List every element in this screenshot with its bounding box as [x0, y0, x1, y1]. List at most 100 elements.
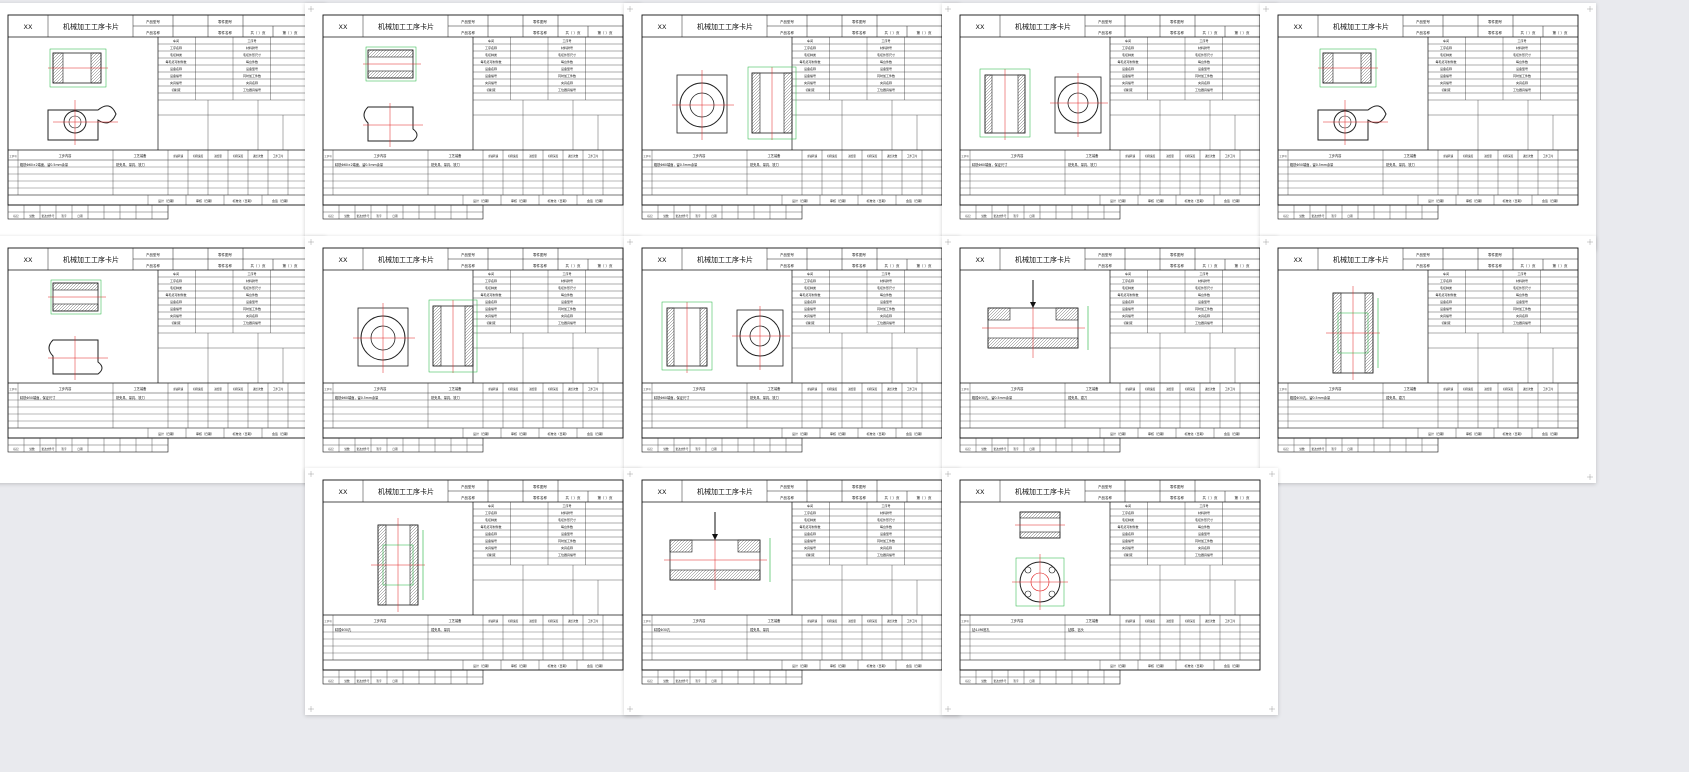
- info-label: 夹具名称: [880, 313, 892, 318]
- footer-label: 标记: [965, 214, 971, 218]
- info-label: 材料牌号: [1198, 510, 1210, 515]
- info-label: 每毛坯可制件数: [480, 59, 501, 64]
- table-header: 切削速度: [193, 387, 204, 391]
- header-label: 零件名称: [852, 30, 866, 35]
- info-label: 每毛坯可制件数: [165, 292, 186, 297]
- process-fixture: 铣夹具、量具、铣刀: [1386, 162, 1415, 167]
- info-label: 夹具编号: [1122, 313, 1134, 318]
- info-label: 毛坯种类: [1440, 285, 1452, 290]
- company-name: XX: [658, 488, 667, 496]
- company-name: XX: [1294, 256, 1303, 264]
- info-label: 设备名称: [804, 66, 816, 71]
- footer-label: 审核（日期）: [511, 663, 529, 668]
- info-label: 同时加工件数: [877, 306, 895, 311]
- footer-label: 标准化（日期）: [232, 431, 253, 436]
- header-label: 产品型号: [1098, 252, 1113, 257]
- info-label: 毛坯外形尺寸: [243, 285, 261, 290]
- info-label: 毛坯种类: [170, 52, 182, 57]
- table-header: 切削深度: [548, 619, 559, 623]
- header-label: 共（ ）页: [1202, 495, 1218, 500]
- table-header: 工艺装备: [449, 386, 463, 391]
- info-label: 设备型号: [1198, 299, 1210, 304]
- table-header: 工步号: [1279, 387, 1287, 391]
- process-fixture: 铣夹具、量具、铣刀: [750, 162, 779, 167]
- process-step: 精铣Φ60端面，保证尺寸: [972, 162, 1008, 167]
- info-label: 工序名称: [1122, 45, 1134, 50]
- header-label: 共（ ）页: [884, 30, 900, 35]
- header-label: 产品型号: [780, 19, 794, 24]
- table-header: 工步内容: [693, 153, 707, 158]
- info-label: 毛坯外形尺寸: [877, 52, 895, 57]
- info-label: 同时加工件数: [1195, 73, 1213, 78]
- info-label: 夹具编号: [170, 80, 182, 85]
- info-label: 设备型号: [561, 299, 573, 304]
- table-header: 工艺装备: [134, 386, 148, 391]
- table-header: 进给次数: [887, 387, 898, 391]
- info-label: 同时加工件数: [558, 306, 576, 311]
- footer-label: 标准化（日期）: [1184, 431, 1205, 436]
- info-label: 毛坯外形尺寸: [877, 517, 895, 522]
- company-name: XX: [24, 23, 33, 31]
- header-label: 零件名称: [218, 30, 232, 35]
- table-header: 切削深度: [548, 154, 559, 158]
- info-label: 每毛坯可制件数: [1117, 59, 1138, 64]
- table-header: 工艺装备: [768, 153, 782, 158]
- part-drawing: [371, 518, 425, 612]
- info-label: 工序名称: [485, 45, 497, 50]
- footer-label: 审核（日期）: [196, 431, 214, 436]
- footer-label: 审核（日期）: [1466, 431, 1484, 436]
- info-label: 每台件数: [246, 292, 258, 297]
- table-header: 工步工时: [1543, 387, 1554, 391]
- header-label: 产品型号: [146, 19, 160, 24]
- info-label: 每台件数: [1198, 59, 1210, 64]
- info-label: 材料牌号: [561, 45, 573, 50]
- header-label: 产品名称: [780, 495, 794, 500]
- footer-label: 会签（日期）: [587, 431, 605, 436]
- footer-label: 审核（日期）: [1466, 198, 1484, 203]
- info-label: 同时加工件数: [243, 306, 261, 311]
- table-header: 进给次数: [253, 154, 264, 158]
- info-label: 工序号: [881, 271, 890, 276]
- table-header: 切削深度: [1185, 387, 1196, 391]
- header-label: 共（ ）页: [884, 263, 900, 268]
- part-drawing: [1317, 48, 1388, 145]
- card-title: 机械加工工序卡片: [378, 22, 434, 31]
- info-label: 工位器具编号: [1195, 320, 1213, 325]
- footer-label: 设计（日期）: [473, 198, 491, 203]
- info-label: 每台件数: [1198, 292, 1210, 297]
- header-label: 产品型号: [461, 252, 475, 257]
- info-label: 设备名称: [1440, 299, 1452, 304]
- info-label: 工序名称: [485, 510, 497, 515]
- footer-label: 审核（日期）: [830, 663, 848, 668]
- table-header: 切削速度: [827, 387, 838, 391]
- info-label: 毛坯外形尺寸: [1513, 52, 1531, 57]
- table-header: 切削深度: [233, 154, 244, 158]
- table-header: 工步内容: [374, 386, 388, 391]
- footer-label: 标记: [647, 679, 653, 683]
- info-label: 设备名称: [1122, 531, 1134, 536]
- table-header: 工步号: [324, 154, 332, 158]
- header-label: 第（ ）页: [1234, 263, 1250, 268]
- footer-label: 处数: [1299, 214, 1305, 218]
- info-label: 每毛坯可制件数: [480, 292, 501, 297]
- footer-label: 更改文件号: [994, 214, 1007, 218]
- header-label: 第（ ）页: [916, 495, 932, 500]
- table-header: 工步内容: [1329, 153, 1343, 158]
- part-drawing: [1326, 286, 1380, 380]
